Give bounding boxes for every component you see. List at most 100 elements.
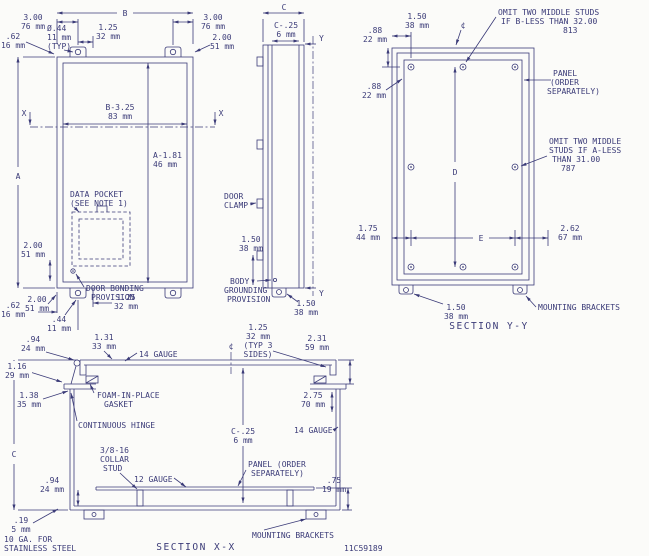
body-grounding-note-line3: PROVISION bbox=[227, 295, 271, 304]
mounting-brackets-label-yy: MOUNTING BRACKETS bbox=[538, 303, 620, 312]
dim-200-left-mm: 51 mm bbox=[21, 250, 45, 259]
dim-300-left-mm: 76 mm bbox=[21, 22, 45, 31]
dim-150-yybottom-in: 1.50 bbox=[446, 303, 465, 312]
dim-275-mm: 70 mm bbox=[301, 400, 325, 409]
dim-a181-in: A-1.81 bbox=[153, 151, 182, 160]
dim-150-yytop-in: 1.50 bbox=[407, 12, 426, 21]
hole-callout-typ: (TYP) bbox=[47, 42, 71, 51]
gauge12-label: 12 GAUGE bbox=[134, 475, 173, 484]
dim-125-top-in: 1.25 bbox=[98, 23, 117, 32]
gauge10-note-line1: 10 GA. FOR bbox=[4, 535, 52, 544]
dim-200-topright-mm: 51 mm bbox=[210, 42, 234, 51]
dim-62-bottomleft-in: .62 bbox=[6, 301, 21, 310]
dim-150-sidebottom-mm: 38 mm bbox=[294, 308, 318, 317]
section-x-label-left: X bbox=[22, 109, 27, 118]
data-pocket-note-line2: (SEE NOTE 1) bbox=[70, 199, 128, 208]
dim-c25-in: C-.25 bbox=[274, 21, 298, 30]
dim-88-mid-in: .88 bbox=[367, 82, 382, 91]
dim-94-top-in: .94 bbox=[26, 335, 41, 344]
gauge14-right-label: 14 GAUGE bbox=[294, 426, 333, 435]
dim-150-sidebottom-in: 1.50 bbox=[296, 299, 315, 308]
dim-a181-mm: 46 mm bbox=[153, 160, 177, 169]
dim-300-right-mm: 76 mm bbox=[201, 22, 225, 31]
dim-125-bottom-in: 1.25 bbox=[116, 293, 135, 302]
dim-a-label: A bbox=[16, 172, 21, 181]
dim-b325-mm: 83 mm bbox=[108, 112, 132, 121]
dim-200-topright-in: 2.00 bbox=[212, 33, 231, 42]
section-yy-title: SECTION Y-Y bbox=[449, 321, 528, 332]
omit-studs-a-line2: STUDS IF A-LESS bbox=[549, 146, 621, 155]
dim-d-label: D bbox=[453, 168, 458, 177]
body-grounding-note-line1: BODY bbox=[230, 277, 249, 286]
dim-94-top-mm: 24 mm bbox=[21, 344, 45, 353]
dim-88-top-in: .88 bbox=[368, 26, 383, 35]
hole-callout-dia: Ø.44 bbox=[47, 23, 66, 33]
foam-gasket-note-line2: GASKET bbox=[104, 400, 133, 409]
dim-62-bottomleft-mm: 16 mm bbox=[1, 310, 25, 319]
door-bonding-note-line1: DOOR BONDING bbox=[86, 284, 144, 293]
section-xx-linework bbox=[12, 350, 354, 531]
front-view: B 3.00 76 mm .62 16 mm Ø.44 11 mm (TYP) … bbox=[1, 9, 234, 333]
centerline-symbol-yy: ¢ bbox=[461, 21, 466, 30]
dim-138-in: 1.38 bbox=[19, 391, 38, 400]
door-bonding-note-line2: PROVISION bbox=[91, 293, 135, 302]
panel-note-yy-line3: SEPARATELY) bbox=[547, 87, 600, 96]
omit-studs-a-line4: 787 bbox=[561, 164, 576, 173]
dim-62-topleft-mm: 16 mm bbox=[1, 41, 25, 50]
dim-116-mm: 29 mm bbox=[5, 371, 29, 380]
dim-125-typ-line3: (TYP 3 bbox=[244, 341, 273, 350]
dim-125-typ-line2: 32 mm bbox=[246, 332, 270, 341]
dim-175-mm: 44 mm bbox=[356, 233, 380, 242]
dim-200-bottomleft-mm: 51 mm bbox=[25, 304, 49, 313]
dim-75-mm: 19 mm bbox=[322, 485, 346, 494]
dim-275-in: 2.75 bbox=[303, 391, 322, 400]
collar-stud-note-line3: STUD bbox=[103, 464, 122, 473]
dim-131-in: 1.31 bbox=[94, 333, 113, 342]
part-number: 11C59189 bbox=[344, 544, 383, 553]
panel-note-yy-line2: (ORDER bbox=[550, 78, 579, 87]
dim-44-bottom-mm: 11 mm bbox=[47, 324, 71, 333]
omit-studs-b-line2: IF B-LESS THAN 32.00 bbox=[501, 17, 598, 26]
dim-262-in: 2.62 bbox=[560, 224, 579, 233]
dim-19-mm: 5 mm bbox=[11, 525, 30, 534]
section-xx-title: SECTION X-X bbox=[156, 542, 235, 553]
gauge14-top-label: 14 GAUGE bbox=[139, 350, 178, 359]
dim-e-label: E bbox=[479, 234, 484, 243]
dim-262-mm: 67 mm bbox=[558, 233, 582, 242]
dim-231-mm: 59 mm bbox=[305, 343, 329, 352]
dim-62-topleft-in: .62 bbox=[6, 32, 21, 41]
centerline-symbol-xx: ¢ bbox=[229, 342, 234, 351]
omit-studs-b-line1: OMIT TWO MIDDLE STUDS bbox=[498, 8, 599, 17]
panel-note-yy-line1: PANEL bbox=[553, 69, 577, 78]
foam-gasket-note-line1: FOAM-IN-PLACE bbox=[97, 391, 160, 400]
door-clamp-note-line1: DOOR bbox=[224, 192, 243, 201]
side-view: C C-.25 6 mm Y Y DOOR CLAMP 1.50 38 mm B… bbox=[224, 3, 324, 317]
section-yy-linework bbox=[382, 16, 551, 308]
dim-125-top-mm: 32 mm bbox=[96, 32, 120, 41]
section-y-label-top: Y bbox=[319, 34, 324, 43]
omit-studs-b-line3: 813 bbox=[563, 26, 578, 35]
dim-116-in: 1.16 bbox=[7, 362, 26, 371]
dim-231-in: 2.31 bbox=[307, 334, 326, 343]
data-pocket-note-line1: DATA POCKET bbox=[70, 190, 123, 199]
side-view-linework bbox=[249, 11, 316, 303]
dim-150-yytop-mm: 38 mm bbox=[405, 21, 429, 30]
dim-94-bottom-mm: 24 mm bbox=[40, 485, 64, 494]
dim-c25-mm: 6 mm bbox=[276, 30, 295, 39]
dim-b325-in: B-3.25 bbox=[106, 103, 135, 112]
dim-125-typ-line1: 1.25 bbox=[248, 323, 267, 332]
panel-note-xx-line1: PANEL (ORDER bbox=[248, 460, 306, 469]
section-x-label-right: X bbox=[219, 109, 224, 118]
section-xx-view: .94 24 mm 1.31 33 mm 14 GAUGE ¢ 1.25 32 … bbox=[3, 323, 383, 553]
dim-300-left-in: 3.00 bbox=[23, 13, 42, 22]
dim-138-mm: 35 mm bbox=[17, 400, 41, 409]
dim-c25-xx-in: C-.25 bbox=[231, 427, 255, 436]
panel-note-xx-line2: SEPARATELY) bbox=[251, 469, 304, 478]
dim-175-in: 1.75 bbox=[358, 224, 377, 233]
mounting-brackets-label-xx: MOUNTING BRACKETS bbox=[252, 531, 334, 540]
section-y-label-bottom: Y bbox=[319, 289, 324, 298]
dim-300-right-in: 3.00 bbox=[203, 13, 222, 22]
dim-44-bottom-in: .44 bbox=[52, 315, 67, 324]
